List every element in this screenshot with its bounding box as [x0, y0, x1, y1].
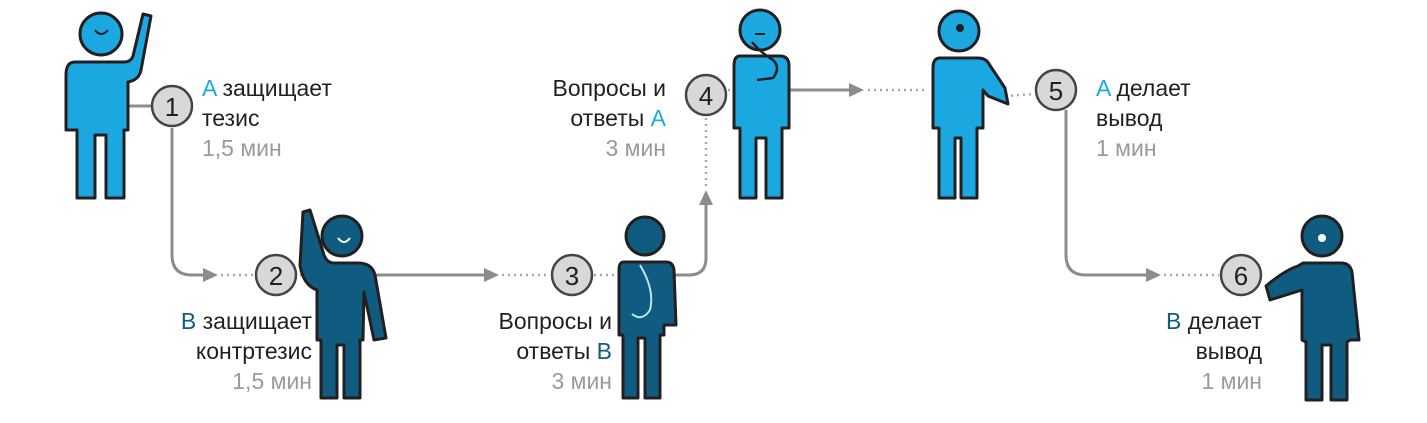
step-1-label: A защищает тезис 1,5 мин [202, 75, 332, 161]
svg-text:B защищает: B защищает [181, 308, 313, 334]
svg-text:A защищает: A защищает [202, 75, 332, 101]
arrowhead-to-step4 [699, 190, 713, 205]
step-1-line2: тезис [202, 105, 259, 131]
arrowhead-to-step3 [484, 268, 499, 282]
step-6-time: 1 мин [1201, 368, 1262, 394]
speaker-letter-b: B [181, 308, 196, 334]
step-circle-1 [150, 84, 194, 128]
connector-step1-to-step2 [170, 128, 206, 277]
step-2-time: 1,5 мин [232, 368, 312, 394]
svg-text:ответы B: ответы B [516, 338, 612, 364]
step-circle-2 [254, 253, 298, 297]
dotted-figure5-to-step5 [1004, 92, 1035, 98]
figure-3-speaker-b-hand-on-chest-icon [617, 215, 678, 400]
step-1-line1: защищает [222, 75, 332, 101]
step-5-time: 1 мин [1096, 135, 1157, 161]
step-6-line2: вывод [1196, 338, 1263, 364]
figure-4-speaker-a-thinking-icon [732, 8, 791, 200]
figure-1-speaker-a-raised-hand-icon [64, 11, 153, 200]
step-6-label: B делает вывод 1 мин [1166, 308, 1263, 394]
step-1-time: 1,5 мин [202, 135, 282, 161]
connector-step5-to-step6 [1064, 110, 1148, 277]
step-number-1: 1 [150, 84, 194, 128]
step-6-line1: делает [1188, 308, 1263, 334]
step-number-text-6: 6 [1234, 261, 1248, 291]
step-3-time: 3 мин [551, 368, 612, 394]
step-4-line1: Вопросы и [553, 75, 666, 101]
step-3-label: Вопросы и ответы B 3 мин [499, 308, 612, 394]
step-5-label: A делает вывод 1 мин [1096, 75, 1191, 161]
speaker-letter-a: A [1096, 75, 1112, 101]
arrowhead-to-step5 [849, 83, 864, 97]
step-number-2: 2 [254, 253, 298, 297]
step-2-line2: контртезис [196, 338, 312, 364]
svg-text:ответы A: ответы A [570, 105, 666, 131]
step-number-text-2: 2 [269, 261, 283, 291]
step-circle-6 [1219, 253, 1263, 297]
step-4-label: Вопросы и ответы A 3 мин [553, 75, 667, 161]
svg-text:B делает: B делает [1166, 308, 1262, 334]
step-3-line2: ответы [516, 338, 590, 364]
step-circle-5 [1034, 68, 1078, 112]
step-number-6: 6 [1219, 253, 1263, 297]
step-5-line2: вывод [1096, 105, 1163, 131]
step-2-line1: защищает [203, 308, 313, 334]
connectors [118, 83, 1219, 282]
figure-5-speaker-a-pointing-icon [931, 9, 1010, 200]
step-number-text-5: 5 [1049, 76, 1063, 106]
step-number-text-4: 4 [699, 81, 713, 111]
step-number-text-1: 1 [165, 92, 179, 122]
arrowhead-to-step2 [203, 268, 218, 282]
step-number-4: 4 [684, 73, 728, 117]
step-number-5: 5 [1034, 68, 1078, 112]
svg-text:A делает: A делает [1096, 75, 1191, 101]
step-circle-3 [550, 253, 594, 297]
speaker-letter-b: B [597, 338, 612, 364]
connector-step3-to-step4 [672, 205, 708, 277]
step-number-text-3: 3 [565, 261, 579, 291]
speaker-letter-a: A [651, 105, 667, 131]
figure-6-speaker-b-pointing-icon [1264, 214, 1361, 402]
step-5-line1: делает [1116, 75, 1191, 101]
speaker-letter-b: B [1166, 308, 1181, 334]
step-4-time: 3 мин [605, 135, 666, 161]
speaker-letter-a: A [202, 75, 218, 101]
step-3-line1: Вопросы и [499, 308, 612, 334]
step-circle-4 [684, 73, 728, 117]
figure-2-speaker-b-raised-hand-icon [298, 208, 388, 400]
arrowhead-to-step6 [1146, 268, 1161, 282]
step-number-3: 3 [550, 253, 594, 297]
step-4-line2: ответы [570, 105, 644, 131]
step-2-label: B защищает контртезис 1,5 мин [181, 308, 313, 394]
